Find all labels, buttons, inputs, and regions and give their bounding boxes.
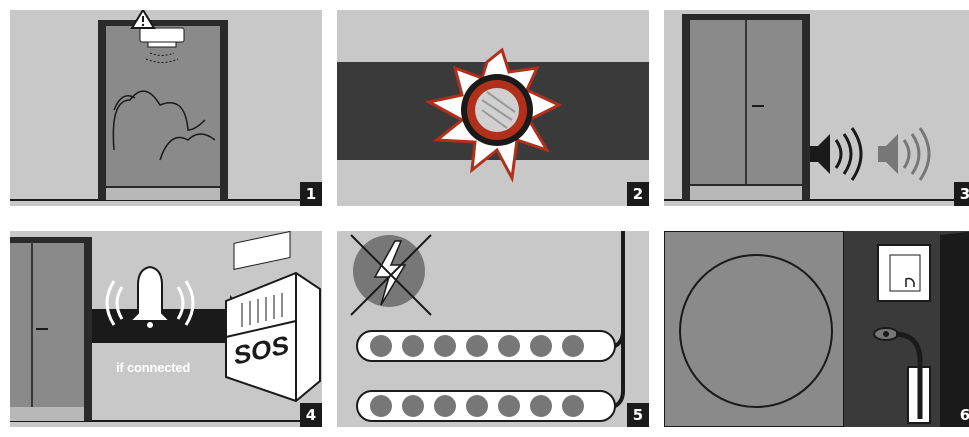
- power-socket-icon: [402, 335, 424, 357]
- signal-arrow: [92, 295, 258, 357]
- step-number-2: 2: [627, 182, 649, 206]
- plug-icon: [873, 327, 923, 419]
- if-connected-label: if connected: [116, 360, 191, 375]
- smoke-icon: [112, 90, 206, 151]
- crossed-out-icon: [350, 234, 432, 316]
- power-socket-icon: [466, 335, 488, 357]
- step-panel-2: 2: [337, 10, 649, 206]
- power-socket-icon: [402, 395, 424, 417]
- speaker-echo-icon: [878, 127, 931, 181]
- wall-seal-illustration: [337, 10, 649, 206]
- fan-icon: [679, 254, 833, 408]
- power-strip-icon: [356, 390, 616, 422]
- step-number-6: 6: [954, 403, 969, 427]
- power-socket-icon: [498, 395, 520, 417]
- smoke-detection-illustration: [10, 10, 322, 206]
- wall-penetration-icon: [424, 47, 563, 183]
- power-shutoff-illustration: [337, 231, 649, 427]
- acoustic-alarm-illustration: [664, 10, 969, 206]
- power-socket-icon: [466, 395, 488, 417]
- step-number-3: 3: [954, 182, 969, 206]
- warning-triangle-icon: [130, 10, 156, 29]
- power-socket-icon: [370, 335, 392, 357]
- alarm-bell-icon: [105, 265, 195, 330]
- step-panel-4: if connected SOS 4: [10, 231, 322, 427]
- power-socket-icon: [562, 395, 584, 417]
- lightning-icon: [353, 235, 425, 307]
- power-socket-icon: [434, 335, 456, 357]
- smoke-detector-icon: [139, 27, 185, 63]
- speaker-icon: [810, 127, 863, 181]
- step-panel-6: 6: [664, 231, 969, 427]
- power-socket-icon: [434, 395, 456, 417]
- step-panel-3: 3: [664, 10, 969, 206]
- step-number-1: 1: [300, 182, 322, 206]
- power-socket-icon: [562, 335, 584, 357]
- power-socket-icon: [370, 395, 392, 417]
- power-socket-icon: [498, 335, 520, 357]
- step-panel-1: 1: [10, 10, 322, 206]
- remote-alarm-illustration: [10, 231, 322, 427]
- step-number-4: 4: [300, 403, 322, 427]
- building-icon: [225, 231, 321, 403]
- fan-unit-illustration: [664, 231, 969, 427]
- power-socket-icon: [530, 395, 552, 417]
- step-panel-5: 5: [337, 231, 649, 427]
- step-number-5: 5: [627, 403, 649, 427]
- power-strip-icon: [356, 330, 616, 362]
- power-socket-icon: [530, 335, 552, 357]
